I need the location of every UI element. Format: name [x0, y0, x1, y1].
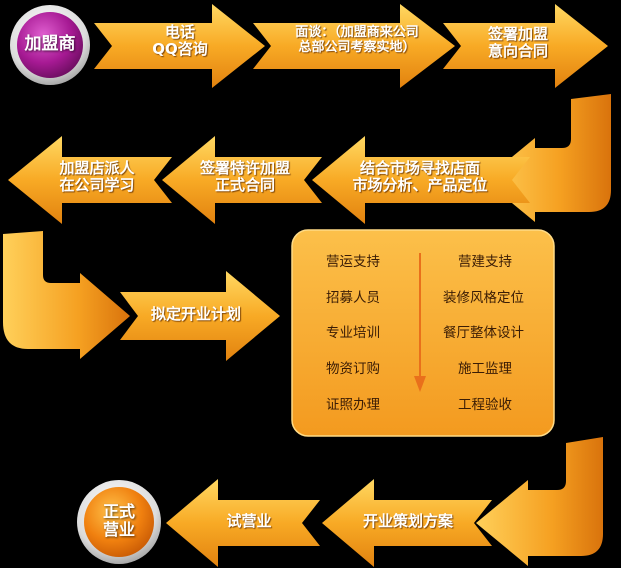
label-market-line2: 市场分析、产品定位: [352, 175, 488, 194]
arrow-plan: [120, 271, 280, 361]
label-interview-line2: 总部公司考察实地）: [298, 39, 416, 55]
support-left-item: 证照办理: [326, 397, 380, 413]
label-interview-line1: 面谈：（加盟商来公司: [295, 25, 419, 40]
arrow-intent: [443, 4, 608, 88]
support-right-item: 装修风格定位: [443, 290, 524, 306]
label-market-line1: 结合市场寻找店面: [359, 159, 480, 177]
support-right-item: 餐厅整体设计: [443, 325, 524, 341]
arrow-training: [8, 136, 172, 224]
bend-arrow-bottom-right: [476, 437, 603, 566]
label-training: 加盟店派人 在公司学习: [36, 160, 158, 194]
end-circle-line1: 正式: [102, 502, 135, 521]
arrow-trial: [166, 479, 320, 567]
label-plan: 拟定开业计划: [134, 306, 258, 323]
label-trial: 试营业: [196, 513, 302, 530]
start-circle: [17, 12, 83, 78]
label-contract-line2: 正式合同: [214, 175, 275, 194]
support-right-item: 施工监理: [458, 361, 512, 377]
arrow-phone: [94, 4, 265, 88]
arrow-contract: [162, 136, 322, 224]
end-circle: [84, 487, 154, 557]
support-down-arrow-icon: [414, 376, 426, 392]
end-circle-label: 正式 营业: [89, 503, 149, 539]
support-left-item: 专业培训: [326, 325, 380, 341]
support-box-bg: [291, 229, 555, 437]
arrow-opening-plan: [322, 479, 492, 567]
label-intent-line1: 签署加盟: [487, 25, 548, 43]
label-phone-line1: 电话: [164, 23, 195, 41]
label-phone-line2: QQ咨询: [152, 39, 208, 58]
arrow-interview: [253, 4, 455, 88]
support-left-item: 物资订购: [326, 361, 380, 377]
label-opening-plan-line1: 开业策划方案: [362, 512, 453, 530]
label-trial-line1: 试营业: [226, 512, 272, 530]
label-contract: 签署特许加盟 正式合同: [182, 160, 308, 194]
label-market: 结合市场寻找店面 市场分析、产品定位: [330, 160, 510, 194]
start-circle-label: 加盟商: [24, 34, 76, 54]
label-training-line1: 加盟店派人: [59, 159, 135, 177]
label-intent-line2: 意向合同: [487, 41, 548, 60]
label-opening-plan: 开业策划方案: [342, 513, 474, 530]
label-phone: 电话 QQ咨询: [130, 24, 230, 58]
support-right-item: 营建支持: [458, 254, 512, 270]
support-right-item: 工程验收: [458, 397, 512, 413]
label-plan-line1: 拟定开业计划: [150, 305, 241, 323]
label-contract-line1: 签署特许加盟: [199, 159, 290, 177]
label-training-line2: 在公司学习: [59, 175, 135, 194]
label-intent: 签署加盟 意向合同: [468, 26, 568, 60]
support-left-item: 招募人员: [326, 290, 380, 306]
label-interview: 面谈：（加盟商来公司 总部公司考察实地）: [262, 25, 452, 55]
arrow-market: [312, 136, 530, 224]
bend-arrow-left: [3, 231, 130, 359]
support-left-item: 营运支持: [326, 254, 380, 270]
end-circle-line2: 营业: [102, 519, 135, 539]
